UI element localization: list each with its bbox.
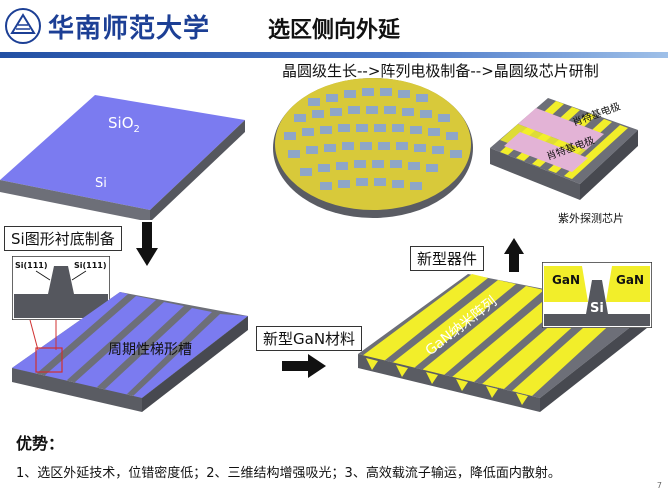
university-logo: 华南师范大学 [4, 6, 210, 46]
new-gan-step-label: 新型GaN材料 [256, 326, 363, 351]
trench-label: 周期性梯形槽 [108, 342, 192, 358]
up-arrow-icon [504, 238, 524, 272]
university-emblem-icon [5, 8, 41, 44]
down-arrow-icon [136, 222, 158, 266]
gan-teeth [366, 358, 528, 405]
si-side-face [150, 120, 245, 220]
si111-right-label: Si(111) [74, 261, 107, 270]
wafer-die-grid [284, 88, 462, 190]
si-inset-label: Si [590, 301, 604, 316]
advantages-text: 1、选区外延技术，位错密度低；2、三维结构增强吸光；3、高效载流子输运，降低面内… [16, 466, 561, 481]
gan-left-label: GaN [552, 273, 580, 287]
gan-si-inset: GaN GaN Si [542, 262, 652, 328]
page-number: 7 [656, 481, 662, 490]
uv-detector-chip-figure: 肖特基电极 肖特基电极 [490, 98, 638, 200]
schottky-electrode-bottom [504, 132, 588, 172]
wafer-figure [273, 78, 473, 218]
zoom-connector [29, 319, 57, 351]
university-name: 华南师范大学 [48, 13, 211, 44]
sio2-top-face [0, 95, 245, 210]
header-divider [0, 52, 668, 58]
si-label: Si [95, 176, 107, 191]
sio2-substrate-figure: SiO2 Si [0, 95, 245, 220]
schottky-electrode-top [518, 108, 604, 150]
right-arrow-icon [282, 354, 326, 378]
trapezoid-ridge [14, 266, 108, 318]
trench-inset: Si(111) Si(111) [12, 256, 110, 320]
si-pattern-step-label: Si图形衬底制备 [4, 226, 122, 251]
sio2-label: SiO2 [108, 114, 140, 135]
si-front-face [0, 180, 150, 220]
trench-ridges [12, 292, 248, 398]
slide-title: 选区侧向外延 [267, 18, 400, 43]
gan-right-label: GaN [616, 273, 644, 287]
advantages-title: 优势： [16, 434, 65, 453]
trench-substrate-figure: 周期性梯形槽 [12, 292, 248, 412]
new-device-step-label: 新型器件 [410, 246, 485, 271]
gan-nanoarray-figure: GaN纳米阵列 [358, 274, 652, 412]
si111-left-label: Si(111) [15, 261, 48, 270]
process-flow-text: 晶圆级生长-->阵列电极制备-->晶圆级芯片研制 [282, 62, 599, 80]
zoom-box [35, 347, 63, 373]
chip-caption: 紫外探测芯片 [558, 212, 624, 225]
